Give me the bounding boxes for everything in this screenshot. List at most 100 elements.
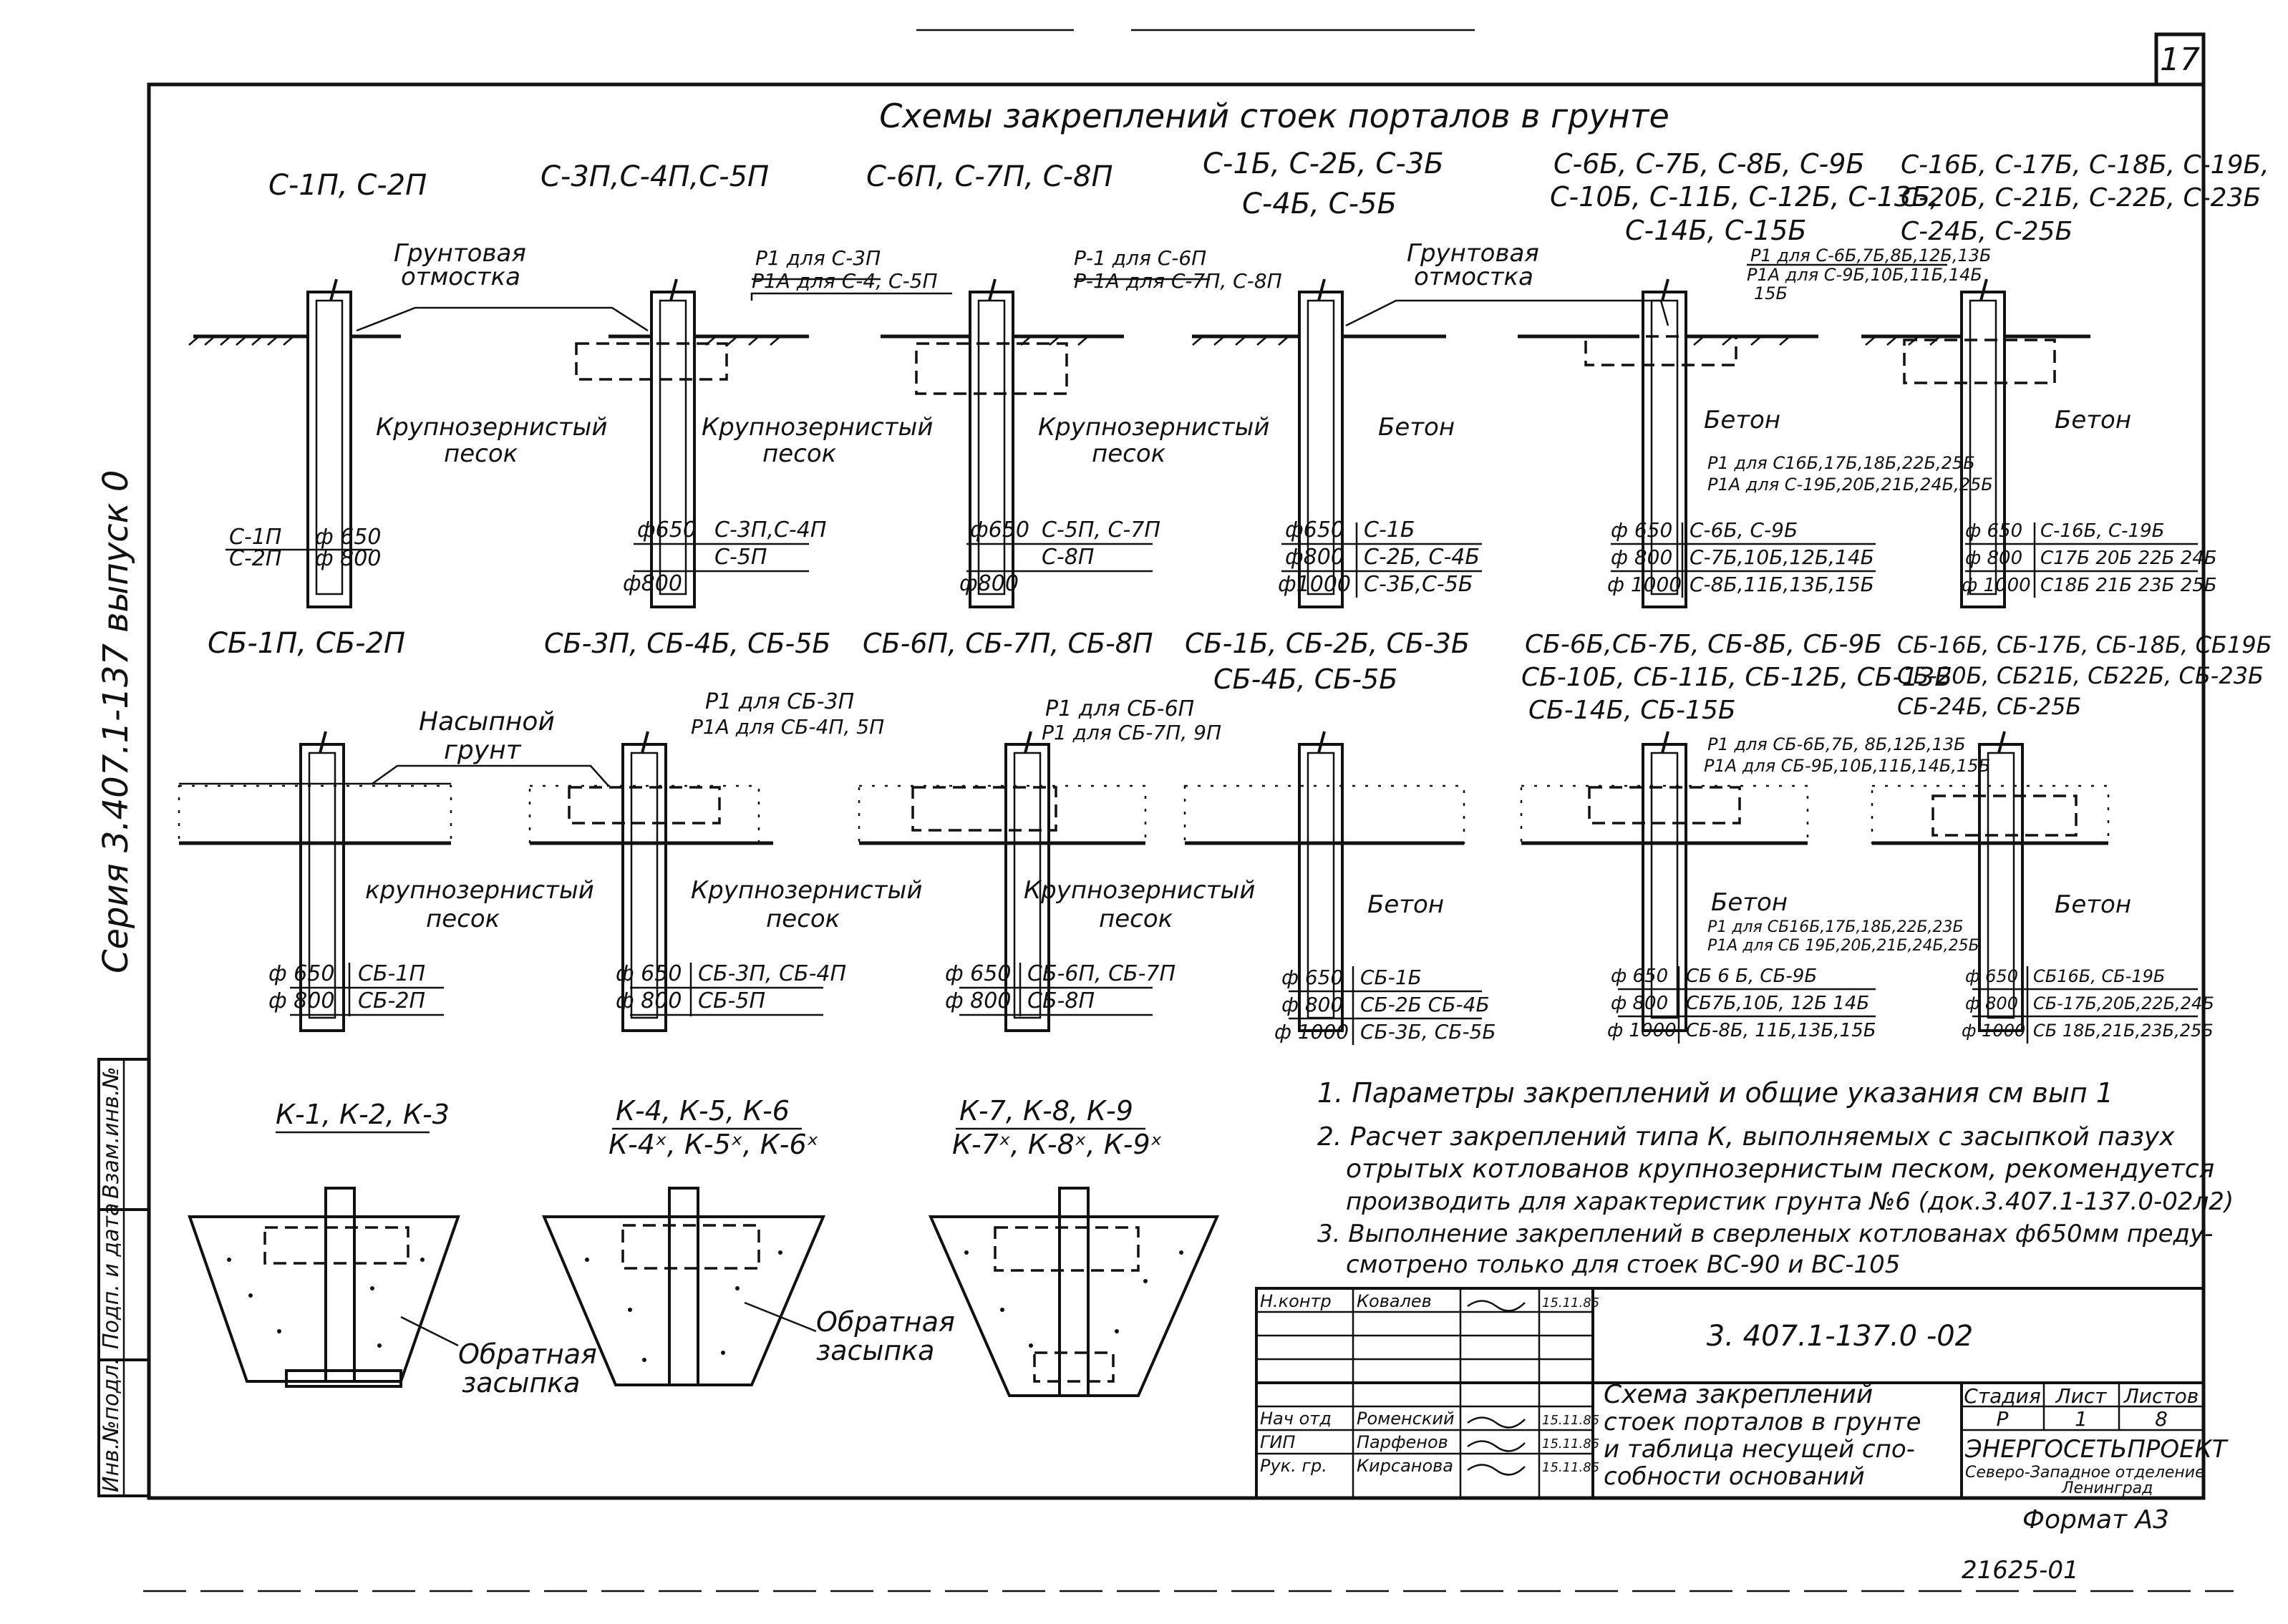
scheme-header: СБ-10Б, СБ-11Б, СБ-12Б, СБ-13Б (1521, 663, 1952, 692)
table-cell: С17Б 20Б 22Б 24Б (2040, 548, 2217, 569)
note-line: 2. Расчет закреплений типа К, выполняемы… (1317, 1122, 2175, 1152)
callout-label: Р1 для С-6Б,7Б,8Б,12Б,13Б (1750, 245, 1992, 266)
scheme-header: С-16Б, С-17Б, С-18Б, С-19Б, (1901, 150, 2269, 180)
table-cell: СБ-2Б СБ-4Б (1360, 993, 1490, 1016)
table-cell: С-16Б, С-19Б (2040, 520, 2164, 542)
table-cell: СБ7Б,10Б, 12Б 14Б (1686, 993, 1869, 1014)
callout-label: Р1 для СБ-3П (705, 689, 854, 714)
scheme-k-7 (928, 1187, 1220, 1397)
callout-label: отмостка (1414, 263, 1533, 291)
table-cell: СБ-3Б, СБ-5Б (1360, 1020, 1496, 1044)
scheme-header: СБ-20Б, СБ21Б, СБ22Б, СБ-23Б (1897, 662, 2264, 689)
sheet-description: собности оснований (1604, 1462, 1865, 1491)
row1-schemes (188, 263, 2090, 608)
callout-label: грунт (444, 736, 522, 765)
table-cell: СБ-8П (1027, 988, 1095, 1013)
material-label: Бетон (1378, 413, 1455, 442)
stage-value: 8 (2155, 1407, 2168, 1431)
table-cell: С-3Б,С-5Б (1364, 572, 1473, 597)
table-cell: СБ-8Б, 11Б,13Б,15Б (1686, 1020, 1876, 1041)
material-label: песок (426, 905, 500, 933)
scheme-c-1b (1192, 278, 1669, 608)
material-label: песок (1092, 439, 1166, 468)
callout-label: Грунтовая (394, 239, 526, 268)
callout-label: Р-1А для С-7П, С-8П (1074, 269, 1282, 293)
table-cell: ф 800 (1611, 993, 1668, 1014)
callout-label: Р1 для СБ-6П (1045, 696, 1194, 721)
material-label: Крупнозернистый (376, 413, 607, 442)
table-cell: С-7Б,10Б,12Б,14Б (1690, 545, 1874, 569)
table-cell: ф 650 (1281, 966, 1343, 989)
material-label: Бетон (1711, 888, 1788, 917)
scheme-header: СБ-16Б, СБ-17Б, СБ-18Б, СБ19Б (1897, 631, 2272, 658)
scheme-header: С-1Б, С-2Б, С-3Б (1203, 147, 1444, 180)
series-side-label: Серия 3.407.1-137 выпуск 0 (96, 470, 136, 973)
organization-branch: Северо-Западное отделение (1965, 1464, 2205, 1482)
table-cell: ф650 (970, 517, 1029, 543)
scheme-header: СБ-24Б, СБ-25Б (1897, 693, 2081, 720)
scheme-header: СБ-14Б, СБ-15Б (1528, 696, 1736, 725)
material-label: Крупнозернистый (1024, 876, 1255, 905)
scheme-sb-16b (1871, 731, 2110, 1032)
table-cell: ф 650 (315, 525, 381, 550)
table-cell: ф 800 (616, 988, 682, 1013)
backfill-label: Обратная (816, 1306, 955, 1338)
table-cell: ф800 (959, 571, 1019, 596)
staff-role: Н.контр (1260, 1291, 1332, 1311)
callout-label: Р-1 для С-6П (1074, 246, 1206, 270)
callout-label: отмостка (401, 263, 520, 291)
table-cell: ф 1000 (1962, 1021, 2025, 1041)
scheme-header: СБ-3П, СБ-4Б, СБ-5Б (544, 628, 831, 659)
callout-label: Р1 для С-3П (755, 246, 881, 270)
table-cell: СБ-3П, СБ-4П (698, 961, 846, 986)
note-line: смотрено только для стоек ВС-90 и ВС-105 (1346, 1250, 1900, 1279)
scheme-c-1p (188, 278, 649, 608)
sheet-description: стоек порталов в грунте (1604, 1408, 1921, 1436)
callout-label: Р1А для С-4, С-5П (752, 269, 938, 293)
table-cell: С-1П (229, 525, 281, 550)
table-cell: ф 650 (1965, 966, 2018, 986)
table-cell: ф800 (1285, 545, 1344, 570)
material-label: Крупнозернистый (1038, 413, 1269, 442)
material-label: песок (1099, 905, 1173, 933)
scheme-header: С-4Б, С-5Б (1242, 188, 1397, 220)
stamp-label: Взам.инв.№ (99, 1066, 124, 1199)
scheme-header: С-3П,С-4П,С-5П (541, 160, 769, 193)
callout-label: Р1 для СБ-7П, 9П (1042, 721, 1221, 744)
material-label: Бетон (1704, 406, 1780, 434)
table-cell: ф 800 (1965, 993, 2018, 1013)
table-cell: ф 1000 (1962, 575, 2031, 596)
table-cell: ф1000 (1278, 572, 1351, 597)
material-label: Бетон (2055, 406, 2131, 434)
note-line: производить для характеристик грунта №6 … (1346, 1187, 2234, 1216)
row2-schemes (178, 731, 2110, 1032)
staff-date: 15.11.85 (1542, 1460, 1599, 1475)
title-block (1255, 1287, 2205, 1499)
callout-note: Р1 для С16Б,17Б,18Б,22Б,25Б (1707, 453, 1975, 473)
table-cell: СБ 18Б,21Б,23Б,25Б (2033, 1021, 2214, 1041)
table-cell: ф 1000 (1607, 1020, 1677, 1041)
callout-label: Р1А для СБ-4П, 5П (691, 715, 884, 739)
table-cell: СБ-5П (698, 988, 765, 1013)
scheme-c-3p (575, 278, 952, 608)
table-cell: ф800 (623, 571, 682, 596)
sheet-description: и таблица несущей спо- (1604, 1435, 1915, 1464)
table-cell: С-2Б, С-4Б (1364, 545, 1480, 570)
table-cell: СБ16Б, СБ-19Б (2033, 966, 2165, 986)
table-cell: ф 650 (1611, 518, 1672, 542)
row1-labels: С-1П, С-2П Грунтовая отмостка Крупнозерн… (226, 147, 2269, 598)
material-label: крупнозернистый (365, 876, 594, 905)
staff-date: 15.11.85 (1542, 1436, 1599, 1452)
scheme-header: СБ-4Б, СБ-5Б (1213, 663, 1397, 695)
table-cell: СБ-6П, СБ-7П (1027, 961, 1175, 986)
stage-header: Лист (2055, 1384, 2108, 1408)
table-cell: СБ 6 Б, СБ-9Б (1686, 966, 1817, 987)
backfill-label: Обратная (458, 1338, 597, 1370)
scheme-header: К-1, К-2, К-3 (276, 1099, 450, 1130)
material-label: песок (762, 439, 837, 468)
organization-city: Ленинград (2061, 1479, 2153, 1497)
sheet-number: 17 (2160, 42, 2200, 78)
scheme-header: СБ-6П, СБ-7П, СБ-8П (863, 628, 1153, 659)
scheme-sb-3p (528, 731, 773, 1032)
